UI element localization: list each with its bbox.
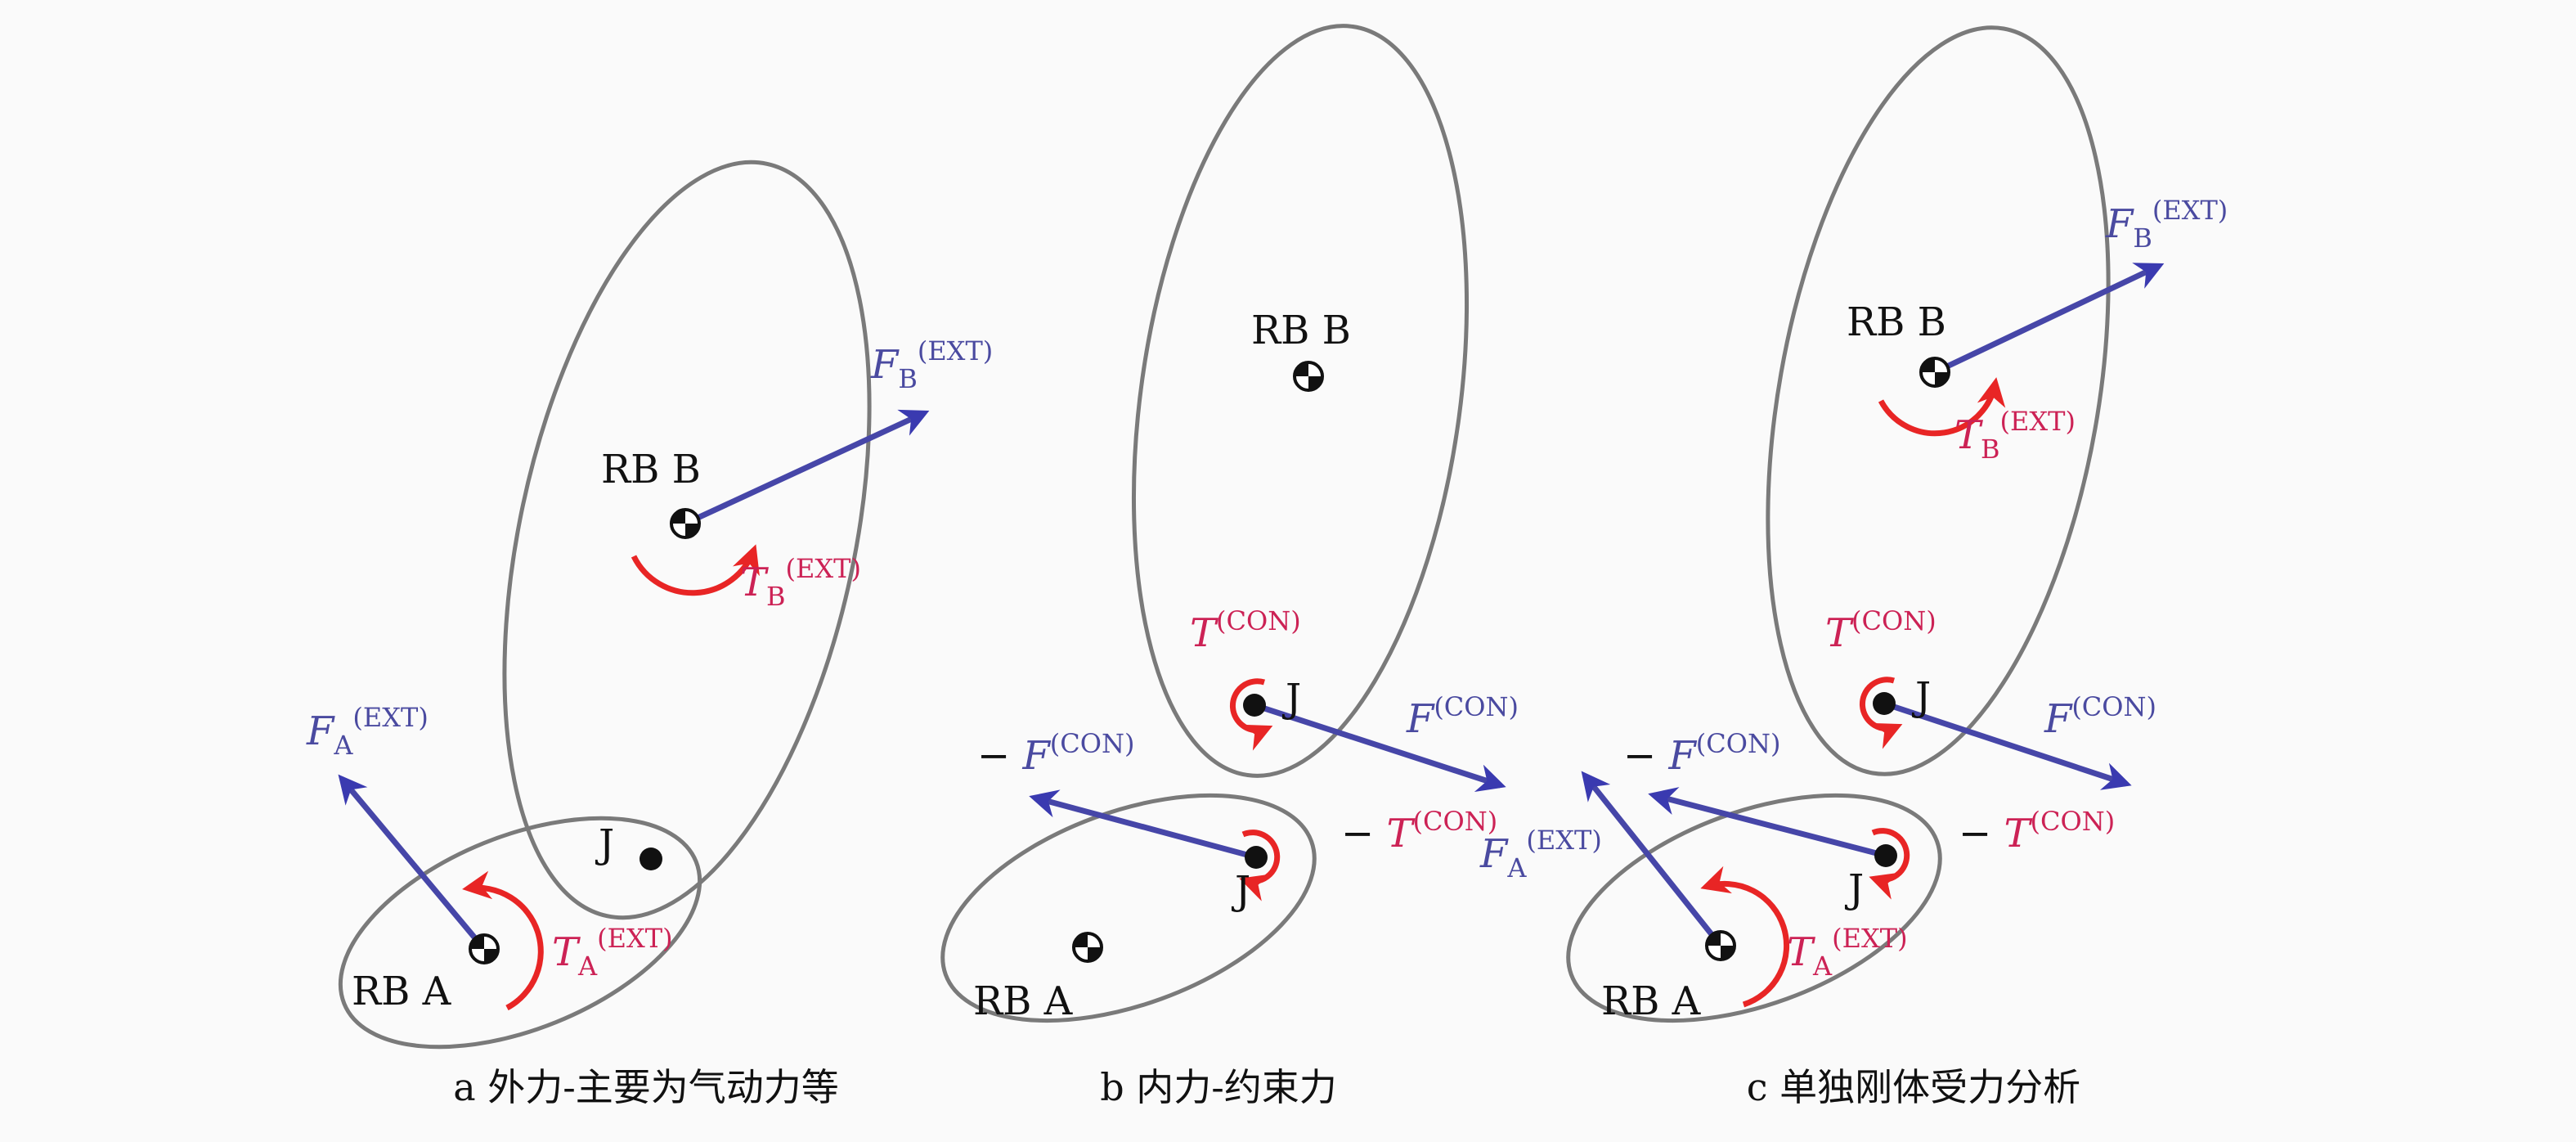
rb-a-label: RB A — [1601, 978, 1702, 1024]
negative-constraint-force-arrow — [1029, 789, 1257, 861]
torque-a-label: TA(EXT) — [1787, 923, 1908, 982]
rb-a-label: RB A — [352, 969, 452, 1014]
joint-dot — [640, 848, 662, 870]
constraint-torque-label: T(CON) — [1190, 605, 1301, 656]
rb-a-label: RB A — [973, 978, 1074, 1024]
force-a-arrow — [338, 774, 487, 951]
rigid-body-a-outline — [1566, 793, 1942, 1023]
force-a-label: FA(EXT) — [1479, 825, 1602, 883]
negative-constraint-torque-arc — [1869, 828, 1910, 900]
negative-constraint-torque-label: − T(CON) — [1341, 806, 1497, 856]
constraint-force-label: F(CON) — [1406, 691, 1519, 742]
joint-dot-lower — [1874, 844, 1897, 867]
joint-upper-label: J — [1911, 674, 1931, 720]
panel-b: RB B RB A J J T(CON) F(CON) − F(CON) − T… — [940, 24, 1519, 1109]
torque-b-arc — [1878, 377, 2006, 437]
rigid-body-b-outline — [1766, 25, 2111, 776]
center-of-mass-a-icon — [1705, 930, 1736, 961]
negative-constraint-force-arrow — [1648, 787, 1887, 859]
negative-constraint-force-label: − F(CON) — [977, 728, 1134, 779]
center-of-mass-a-icon — [469, 933, 500, 964]
joint-dot-lower — [1245, 846, 1268, 869]
torque-b-arc — [631, 544, 760, 596]
constraint-torque-arc — [1860, 677, 1903, 749]
center-of-mass-b-icon — [670, 508, 701, 539]
rigid-body-a-outline — [338, 816, 702, 1050]
caption-b: b 内力-约束力 — [1100, 1065, 1337, 1109]
negative-constraint-torque-arc — [1239, 830, 1281, 901]
negative-constraint-force-label: − F(CON) — [1623, 728, 1780, 779]
torque-b-label: TB(EXT) — [740, 553, 861, 612]
panel-a: RB B RB A J FB(EXT) TB(EXT) FA(EXT) TA(E… — [306, 160, 993, 1109]
force-b-label: FB(EXT) — [2105, 195, 2228, 254]
caption-a: a 外力-主要为气动力等 — [453, 1065, 839, 1109]
rb-b-label: RB B — [601, 447, 701, 492]
joint-dot-upper — [1243, 694, 1266, 717]
rigid-body-b-outline — [502, 160, 872, 920]
force-b-arrow — [1933, 263, 2165, 375]
caption-c: c 单独刚体受力分析 — [1747, 1065, 2080, 1109]
force-a-label: FA(EXT) — [306, 702, 429, 761]
force-a-arrow — [1581, 771, 1723, 948]
joint-lower-label: J — [1844, 866, 1864, 912]
panel-c: RB B RB A J J FB(EXT) TB(EXT) T(CON) F(C… — [1479, 25, 2228, 1109]
center-of-mass-b-icon — [1919, 357, 1950, 388]
torque-a-label: TA(EXT) — [552, 923, 673, 982]
torque-a-arc — [462, 870, 544, 1011]
negative-constraint-torque-label: − T(CON) — [1959, 806, 2115, 856]
rb-b-label: RB B — [1251, 308, 1351, 353]
joint-lower-label: J — [1231, 868, 1250, 914]
force-b-arrow — [684, 409, 930, 527]
center-of-mass-a-icon — [1072, 932, 1103, 963]
constraint-force-label: F(CON) — [2044, 691, 2156, 742]
constraint-force-arrow — [1253, 702, 1506, 792]
torque-a-arc — [1700, 865, 1790, 1008]
rigid-body-b-outline — [1131, 24, 1470, 778]
torque-b-label: TB(EXT) — [1954, 406, 2076, 465]
force-b-label: FB(EXT) — [870, 335, 993, 394]
constraint-force-arrow — [1883, 700, 2132, 790]
constraint-torque-arc — [1230, 678, 1273, 751]
rigid-body-a-outline — [940, 793, 1317, 1023]
center-of-mass-b-icon — [1293, 361, 1324, 392]
joint-label: J — [595, 821, 614, 867]
rb-b-label: RB B — [1847, 299, 1946, 345]
constraint-torque-label: T(CON) — [1825, 605, 1936, 656]
joint-dot-upper — [1873, 692, 1896, 715]
joint-upper-label: J — [1281, 676, 1301, 722]
